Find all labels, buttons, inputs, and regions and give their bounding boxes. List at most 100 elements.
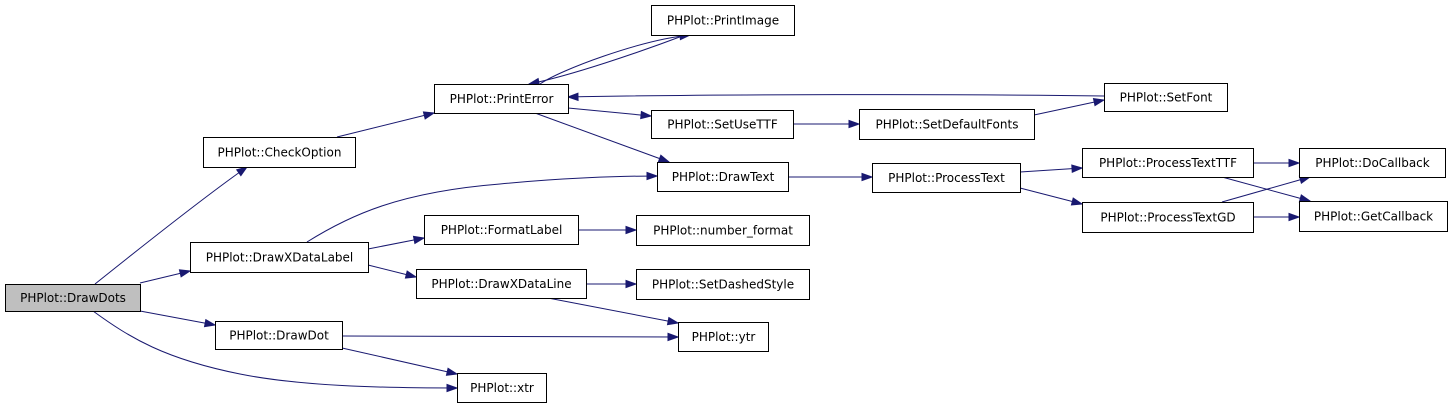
- node-processtextttf[interactable]: PHPlot::ProcessTextTTF: [1082, 148, 1254, 178]
- node-box[interactable]: [678, 322, 769, 352]
- edge-line: [567, 94, 1105, 98]
- node-label: PHPlot::number_format: [653, 224, 793, 238]
- edge-drawtext-to-processtext: [788, 172, 874, 182]
- node-box[interactable]: [5, 284, 141, 312]
- edge-line: [567, 107, 652, 117]
- node-label: PHPlot::PrintImage: [667, 14, 779, 28]
- node-label: PHPlot::DrawXDataLabel: [206, 251, 354, 265]
- edge-drawxdatalabel-to-drawtext: [306, 171, 659, 243]
- node-label: PHPlot::DoCallback: [1315, 156, 1430, 170]
- arrowhead-icon: [235, 166, 249, 177]
- edge-processtextgd-to-getcallback: [1253, 212, 1301, 222]
- edge-drawdots-to-checkoption: [94, 166, 249, 285]
- node-label: PHPlot::SetDefaultFonts: [876, 118, 1019, 132]
- edge-drawxdatalabel-to-formatlabel: [367, 235, 426, 250]
- node-xtr[interactable]: PHPlot::xtr: [457, 373, 547, 403]
- node-ytr[interactable]: PHPlot::ytr: [678, 322, 769, 352]
- edge-checkoption-to-printerror: [336, 111, 436, 138]
- node-label: PHPlot::SetDashedStyle: [652, 278, 794, 292]
- node-printerror[interactable]: PHPlot::PrintError: [434, 84, 569, 114]
- edge-line: [139, 310, 216, 326]
- edge-line: [94, 166, 248, 285]
- arrowhead-icon: [861, 172, 874, 182]
- node-docallback[interactable]: PHPlot::DoCallback: [1299, 148, 1446, 178]
- edge-processtextttf-to-docallback: [1253, 158, 1301, 168]
- arrowhead-icon: [1288, 212, 1301, 222]
- node-drawdot[interactable]: PHPlot::DrawDot: [215, 321, 343, 350]
- node-box[interactable]: [859, 109, 1035, 140]
- node-box[interactable]: [190, 242, 369, 273]
- node-label: PHPlot::ProcessText: [888, 171, 1005, 185]
- arrowhead-icon: [445, 367, 459, 376]
- node-box[interactable]: [872, 163, 1021, 193]
- arrowhead-icon: [1070, 197, 1084, 206]
- node-formatlabel[interactable]: PHPlot::FormatLabel: [424, 215, 579, 245]
- node-label: PHPlot::SetUseTTF: [667, 118, 778, 132]
- edge-line: [336, 112, 435, 138]
- edge-printimage-to-printerror: [527, 34, 686, 87]
- node-box[interactable]: [203, 137, 356, 168]
- edge-line: [547, 297, 679, 324]
- node-box[interactable]: [457, 373, 547, 403]
- node-box[interactable]: [434, 84, 569, 114]
- node-drawdots[interactable]: PHPlot::DrawDots: [5, 284, 141, 312]
- node-processtextgd[interactable]: PHPlot::ProcessTextGD: [1082, 202, 1254, 233]
- arrowhead-icon: [404, 270, 418, 279]
- edge-printerror-to-drawtext: [534, 112, 671, 163]
- node-box[interactable]: [651, 110, 794, 139]
- node-printimage[interactable]: PHPlot::PrintImage: [651, 5, 795, 36]
- node-box[interactable]: [215, 321, 343, 350]
- node-label: PHPlot::xtr: [470, 381, 534, 395]
- node-label: PHPlot::SetFont: [1120, 91, 1213, 105]
- node-processtext[interactable]: PHPlot::ProcessText: [872, 163, 1021, 193]
- arrowhead-icon: [178, 269, 192, 278]
- node-label: PHPlot::DrawXDataLine: [431, 277, 571, 291]
- arrowhead-icon: [625, 225, 638, 235]
- edge-line: [528, 34, 686, 85]
- nodes-layer: PHPlot::DrawDotsPHPlot::CheckOptionPHPlo…: [5, 5, 1448, 403]
- node-box[interactable]: [1082, 202, 1254, 233]
- node-setusettf[interactable]: PHPlot::SetUseTTF: [651, 110, 794, 139]
- node-checkoption[interactable]: PHPlot::CheckOption: [203, 137, 356, 168]
- edge-drawxdataline-to-ytr: [547, 297, 680, 326]
- arrowhead-icon: [646, 171, 659, 181]
- edge-line: [306, 175, 658, 243]
- arrowhead-icon: [657, 154, 671, 163]
- node-box[interactable]: [1082, 148, 1254, 178]
- node-setfont[interactable]: PHPlot::SetFont: [1104, 83, 1228, 112]
- node-box[interactable]: [657, 162, 789, 192]
- node-drawtext[interactable]: PHPlot::DrawText: [657, 162, 789, 192]
- node-box[interactable]: [1299, 148, 1446, 178]
- edge-processtext-to-processtextgd: [1019, 187, 1084, 206]
- node-setdashedstyle[interactable]: PHPlot::SetDashedStyle: [636, 269, 810, 300]
- edge-line: [534, 112, 670, 163]
- arrowhead-icon: [666, 316, 680, 326]
- node-number_format[interactable]: PHPlot::number_format: [636, 215, 810, 246]
- edge-processtext-to-processtextttf: [1019, 164, 1084, 173]
- node-getcallback[interactable]: PHPlot::GetCallback: [1299, 201, 1448, 232]
- node-drawxdatalabel[interactable]: PHPlot::DrawXDataLabel: [190, 242, 369, 273]
- edge-line: [341, 347, 458, 375]
- edge-formatlabel-to-number_format: [578, 225, 638, 235]
- node-box[interactable]: [424, 215, 579, 245]
- edge-drawdots-to-xtr: [92, 310, 459, 393]
- arrowhead-icon: [667, 332, 680, 342]
- edge-drawdot-to-ytr: [341, 332, 680, 342]
- arrowhead-icon: [1092, 97, 1106, 107]
- arrowhead-icon: [640, 110, 653, 120]
- node-label: PHPlot::FormatLabel: [441, 223, 563, 237]
- node-box[interactable]: [1104, 83, 1228, 112]
- node-box[interactable]: [1299, 201, 1448, 232]
- node-drawxdataline[interactable]: PHPlot::DrawXDataLine: [416, 269, 587, 299]
- arrowhead-icon: [412, 235, 426, 245]
- arrowhead-icon: [1288, 158, 1301, 168]
- edge-setusettf-to-setdefaultfonts: [793, 119, 861, 129]
- edge-line: [1033, 99, 1105, 116]
- node-box[interactable]: [636, 269, 810, 300]
- node-box[interactable]: [416, 269, 587, 299]
- node-setdefaultfonts[interactable]: PHPlot::SetDefaultFonts: [859, 109, 1035, 140]
- node-box[interactable]: [651, 5, 795, 36]
- edge-setdefaultfonts-to-setfont: [1033, 97, 1106, 116]
- node-box[interactable]: [636, 215, 810, 246]
- edge-printerror-to-setusettf: [567, 107, 653, 120]
